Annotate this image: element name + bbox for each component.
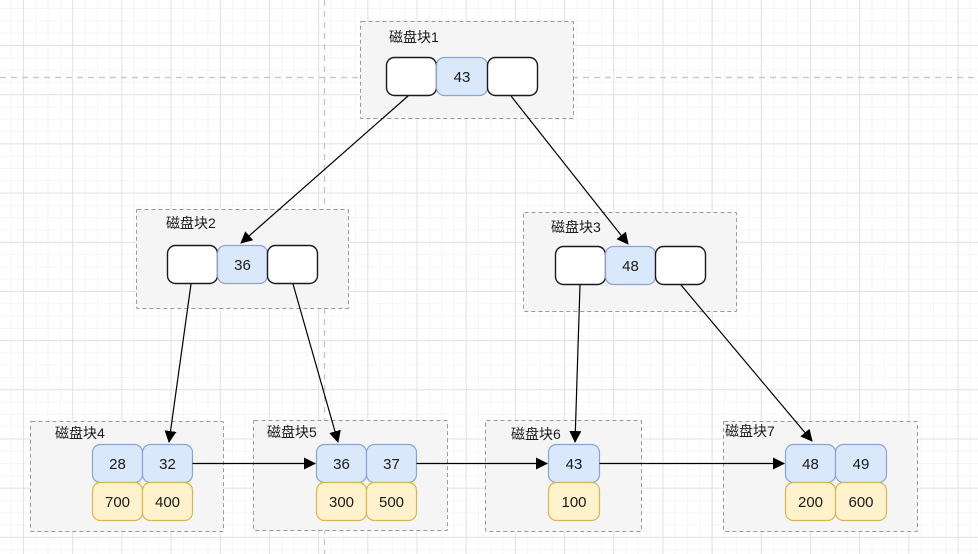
disk-block-3-label: 磁盘块3 (551, 219, 601, 235)
disk-block-1-pointer-cell-right[interactable] (486, 56, 539, 97)
disk-block-2-pointer-cell-left[interactable] (166, 244, 219, 285)
disk-block-5-data-value-1: 300 (329, 494, 354, 511)
disk-block-1: 磁盘块1 43 (360, 21, 574, 119)
disk-block-2-label: 磁盘块2 (166, 215, 216, 231)
disk-block-4-data-value-2: 400 (155, 494, 180, 511)
disk-block-7-data-value-1: 200 (798, 494, 823, 511)
disk-block-5-data-value-2: 500 (379, 494, 404, 511)
disk-block-6-value-cell-1[interactable] (547, 481, 601, 522)
disk-block-6-key-value-1: 43 (566, 456, 583, 473)
disk-block-6-data-value-1: 100 (561, 494, 586, 511)
disk-block-2-pointer-cell-right[interactable] (266, 244, 319, 285)
disk-block-4: 磁盘块4 28 32 700 400 (30, 421, 224, 532)
disk-block-4-label: 磁盘块4 (55, 425, 105, 441)
disk-block-5-key-value-2: 37 (383, 456, 400, 473)
disk-block-4-key-value-1: 28 (109, 456, 126, 473)
disk-block-4-value-cell-2[interactable] (141, 481, 194, 522)
disk-block-3-pointer-cell-right[interactable] (654, 245, 707, 286)
disk-block-2: 磁盘块2 36 (136, 209, 349, 309)
disk-block-5-value-cell-2[interactable] (365, 481, 418, 522)
disk-block-3: 磁盘块3 48 (523, 212, 737, 312)
disk-block-3-pointer-cell-left[interactable] (554, 245, 607, 286)
disk-block-7-label: 磁盘块7 (725, 423, 775, 439)
disk-block-4-key-value-2: 32 (159, 456, 176, 473)
disk-block-1-label: 磁盘块1 (389, 29, 439, 45)
edge-block1-to-block2[interactable] (240, 95, 409, 244)
edge-block3-to-block6[interactable] (569, 284, 582, 443)
disk-block-7-data-value-2: 600 (848, 494, 873, 511)
disk-block-7-key-value-2: 49 (853, 456, 870, 473)
disk-block-5-label: 磁盘块5 (267, 424, 317, 440)
disk-block-7-key-value-1: 48 (802, 456, 819, 473)
disk-block-1-key-value: 43 (454, 69, 471, 86)
disk-block-6: 磁盘块6 43 100 (485, 420, 642, 532)
disk-block-6-label: 磁盘块6 (511, 426, 561, 442)
edge-block3-to-block7[interactable] (680, 284, 813, 442)
edge-block2-to-block4[interactable] (164, 283, 192, 443)
edge-block1-to-block3[interactable] (510, 95, 629, 245)
edge-block2-to-block5[interactable] (292, 283, 341, 443)
disk-block-3-key-value: 48 (622, 258, 639, 275)
disk-block-4-data-value-1: 700 (105, 494, 130, 511)
disk-block-5-key-value-1: 36 (333, 456, 350, 473)
disk-block-7: 磁盘块7 48 49 200 600 (723, 421, 918, 532)
disk-block-2-key-value: 36 (234, 257, 251, 274)
disk-block-1-pointer-cell-left[interactable] (385, 56, 438, 97)
disk-block-5: 磁盘块5 36 37 300 500 (253, 420, 448, 531)
disk-block-7-value-cell-2[interactable] (834, 481, 888, 522)
